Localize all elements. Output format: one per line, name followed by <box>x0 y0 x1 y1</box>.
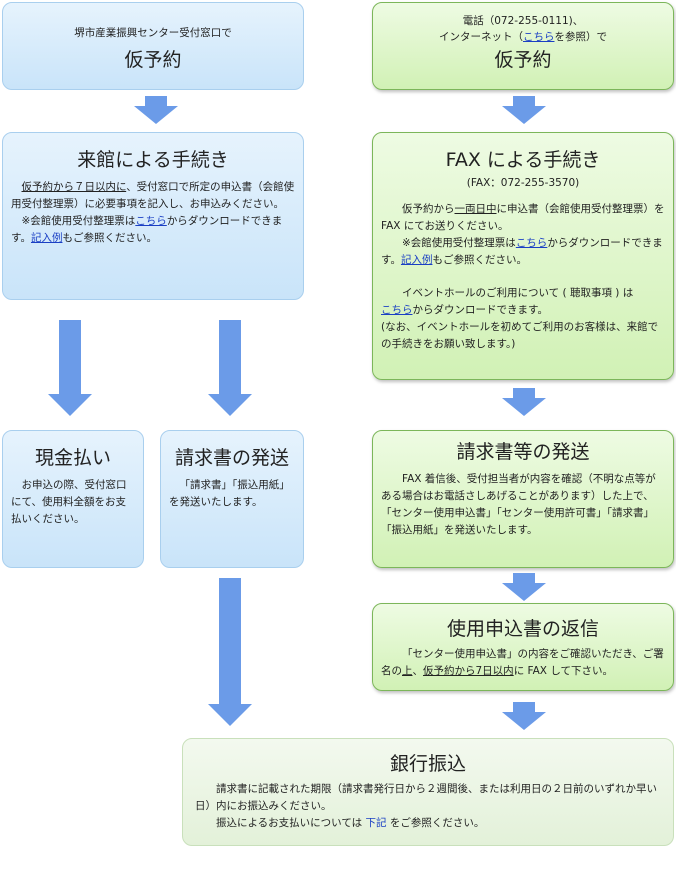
counter-title: 仮予約 <box>124 49 182 71</box>
invoice-etc-title: 請求書等の発送 <box>456 441 590 463</box>
visit-body-1: 仮予約から７日以内に、受付窓口で所定の申込書（会館使用受付整理票）に必要事項を記… <box>11 179 295 213</box>
arrow-down-icon <box>134 96 178 126</box>
arrow-down-icon <box>502 702 546 732</box>
reply-text-c: に FAX して下さい。 <box>513 665 613 677</box>
visit-body-2: ※会館使用受付整理票はこちらからダウンロードできます。記入例もご参照ください。 <box>11 213 295 247</box>
cash-payment-box: 現金払い お申込の際、受付窓口にて、使用料全額をお支払いください。 <box>2 430 144 568</box>
cash-title: 現金払い <box>34 447 111 469</box>
visit-note-c: もご参照ください。 <box>62 232 157 244</box>
fax-title: FAX による手続き <box>445 149 601 171</box>
visit-note-b: からダウンロードできます。 <box>11 215 283 244</box>
internet-text-a: インターネット（ <box>439 31 523 43</box>
arrow-down-icon <box>208 320 252 416</box>
hall-text-b: からダウンロードできます。 <box>412 304 548 316</box>
fax-note-a: ※会館使用受付整理票は <box>402 237 516 249</box>
arrow-down-icon <box>502 388 546 418</box>
reservation-counter-box: 堺市産業振興センター受付窓口で 仮予約 <box>2 2 304 90</box>
fax-number: (FAX：072-255-3570) <box>466 177 580 189</box>
hall-text-a: イベントホールのご利用について ( 聴取事項 ) は <box>402 287 634 299</box>
fax-download-link[interactable]: こちら <box>515 237 548 249</box>
reply-box: 使用申込書の返信 「センター使用申込書」の内容をご確認いただき、ご署名の上、仮予… <box>372 603 674 691</box>
bank-text-b: をご参照ください。 <box>389 817 485 829</box>
invoice-etc-body: FAX 着信後、受付担当者が内容を確認（不明な点等がある場合はお電話さしあげるこ… <box>381 473 656 536</box>
fax-text-a: 仮予約から <box>402 203 455 215</box>
visit-title: 来館による手続き <box>77 149 229 171</box>
arrow-down-icon <box>48 320 92 416</box>
fax-example-link[interactable]: 記入例 <box>400 254 433 266</box>
invoice-title: 請求書の発送 <box>174 447 289 469</box>
arrow-down-icon <box>502 573 546 603</box>
fax-text-b: に申込書（会館使用受付整理票）を FAX にてお送りください。 <box>381 203 665 232</box>
bank-below-link[interactable]: 下記 <box>365 817 387 829</box>
fax-body-5: (なお、イベントホールを初めてご利用のお客様は、来館での手続きをお願い致します。… <box>381 321 659 350</box>
phone-caption: 電話（072-255-0111)、 <box>462 15 584 27</box>
hall-download-link[interactable]: こちら <box>381 304 413 316</box>
visit-text: 、受付窓口で所定の申込書（会館使用受付整理票）に必要事項を記入し、お申込みくださ… <box>11 181 295 210</box>
arrow-down-icon <box>208 578 252 726</box>
internet-caption: インターネット（こちらを参照）で <box>373 29 673 45</box>
fax-body-4: こちらからダウンロードできます。 <box>381 302 665 319</box>
visit-procedure-box: 来館による手続き 仮予約から７日以内に、受付窓口で所定の申込書（会館使用受付整理… <box>2 132 304 300</box>
visit-example-link[interactable]: 記入例 <box>30 232 63 244</box>
fax-procedure-box: FAX による手続き (FAX：072-255-3570) 仮予約から一両日中に… <box>372 132 674 380</box>
reply-sign: 上 <box>402 665 413 677</box>
reply-text-b: 、 <box>412 665 424 677</box>
bank-text-a: 振込によるお支払いについては <box>216 817 363 829</box>
invoice-box: 請求書の発送 「請求書」「振込用紙」を発送いたします。 <box>160 430 304 568</box>
invoice-etc-box: 請求書等の発送 FAX 着信後、受付担当者が内容を確認（不明な点等がある場合はお… <box>372 430 674 568</box>
fax-note-b: からダウンロードできます。 <box>381 237 663 266</box>
internet-text-b: を参照）で <box>554 31 608 43</box>
counter-caption: 堺市産業振興センター受付窓口で <box>74 27 232 39</box>
fax-note-c: もご参照ください。 <box>432 254 527 266</box>
visit-download-link[interactable]: こちら <box>135 215 167 227</box>
reply-deadline: 仮予約から7日以内 <box>423 665 514 677</box>
reply-text-a: 「センター使用申込書」の内容をご確認いただき、ご署名の <box>381 648 664 677</box>
visit-note-a: ※会館使用受付整理票は <box>21 215 136 227</box>
fax-body-3: イベントホールのご利用について ( 聴取事項 ) は <box>381 285 665 302</box>
fax-body-1: 仮予約から一両日中に申込書（会館使用受付整理票）を FAX にてお送りください。 <box>381 201 665 235</box>
reply-title: 使用申込書の返信 <box>446 618 599 640</box>
bank-title: 銀行振込 <box>389 753 466 775</box>
bank-body-1: 請求書に記載された期限（請求書発行日から２週間後、または利用日の２日前のいずれか… <box>195 783 657 812</box>
cash-body: お申込の際、受付窓口にて、使用料全額をお支払いください。 <box>11 479 127 525</box>
visit-deadline: 仮予約から７日以内に <box>21 181 127 193</box>
reply-body: 「センター使用申込書」の内容をご確認いただき、ご署名の上、仮予約から7日以内に … <box>381 646 665 680</box>
phone-title: 仮予約 <box>494 49 552 71</box>
fax-body-2: ※会館使用受付整理票はこちらからダウンロードできます。記入例もご参照ください。 <box>381 235 665 269</box>
invoice-body: 「請求書」「振込用紙」を発送いたします。 <box>169 479 290 508</box>
reservation-phone-box: 電話（072-255-0111)、 インターネット（こちらを参照）で 仮予約 <box>372 2 674 90</box>
fax-deadline: 一両日中 <box>454 203 497 215</box>
arrow-down-icon <box>502 96 546 126</box>
bank-transfer-box: 銀行振込 請求書に記載された期限（請求書発行日から２週間後、または利用日の２日前… <box>182 738 674 846</box>
internet-link[interactable]: こちら <box>523 31 555 43</box>
bank-body-2: 振込によるお支払いについては 下記 をご参照ください。 <box>195 815 661 832</box>
